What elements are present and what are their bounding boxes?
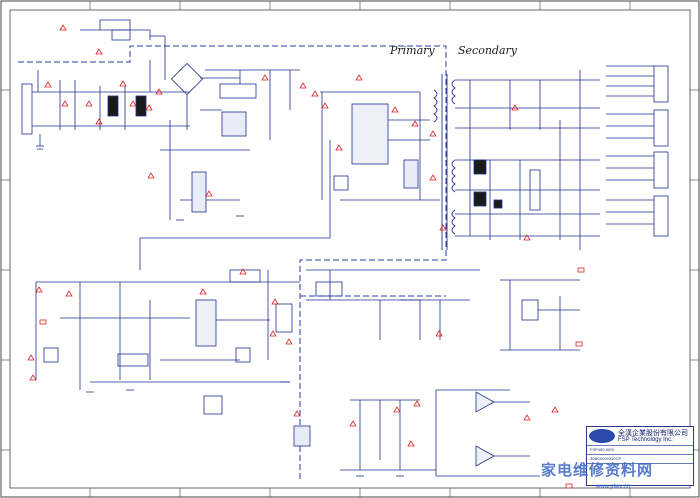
fsp-logo <box>589 429 615 443</box>
bridge-rectifier <box>170 62 240 130</box>
output-connectors <box>606 65 669 237</box>
secondary-label: Secondary <box>458 44 518 57</box>
drawing-title: FSP400-60GI <box>590 447 615 452</box>
watermark-url: www.jdwx.cn <box>596 484 631 490</box>
warning-marks <box>27 24 559 447</box>
isolation-boundary <box>18 45 447 480</box>
secondary-outputs <box>455 70 600 250</box>
sheet-frame-inner <box>9 9 691 489</box>
company-name-en: FSP Technology Inc. <box>618 437 673 443</box>
supervisor-circuit <box>340 389 540 477</box>
test-points <box>39 267 585 489</box>
standby-output <box>306 269 480 340</box>
standby-circuit <box>35 269 311 447</box>
primary-label: Primary <box>389 44 435 57</box>
ground-symbols <box>36 145 404 477</box>
emi-filter <box>21 19 190 146</box>
main-transformer <box>433 74 456 250</box>
company-name-cn: 全漢企業股份有限公司 <box>618 429 688 437</box>
pfc-stage <box>139 69 331 270</box>
title-block: 全漢企業股份有限公司 FSP Technology Inc. FSP400-60… <box>586 426 694 486</box>
document-number: 30BC0000310CP <box>590 456 622 461</box>
watermark-text: 家电维修资料网 <box>541 461 654 479</box>
pwm-controller <box>320 91 440 201</box>
protection-circuit <box>500 279 580 351</box>
